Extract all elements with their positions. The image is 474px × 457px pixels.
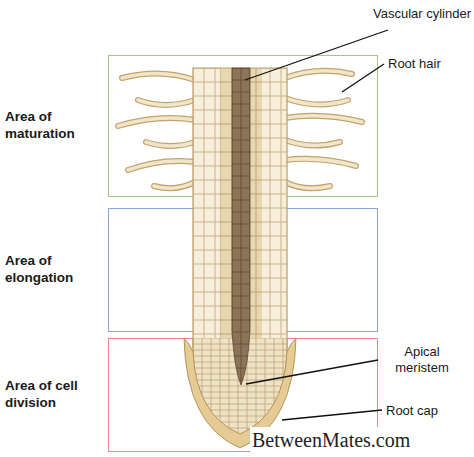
zone-box: Area of maturation <box>108 55 378 197</box>
part-label: Root cap <box>386 403 466 419</box>
zone-heading: Area of elongation <box>5 252 105 286</box>
meristem-cells <box>193 338 287 440</box>
leader-lines <box>245 30 388 420</box>
root-body <box>193 68 287 440</box>
root-hairs <box>118 71 362 188</box>
watermark: BetweenMates.com <box>250 427 474 453</box>
part-label: Apical meristem <box>382 344 462 376</box>
zone-heading: Area of cell division <box>5 377 105 411</box>
part-label: Root hair <box>388 56 468 72</box>
zone-heading: Area of maturation <box>5 108 105 142</box>
zone-box: Area of elongation <box>108 208 378 332</box>
part-label: Vascular cylinder <box>372 6 472 22</box>
